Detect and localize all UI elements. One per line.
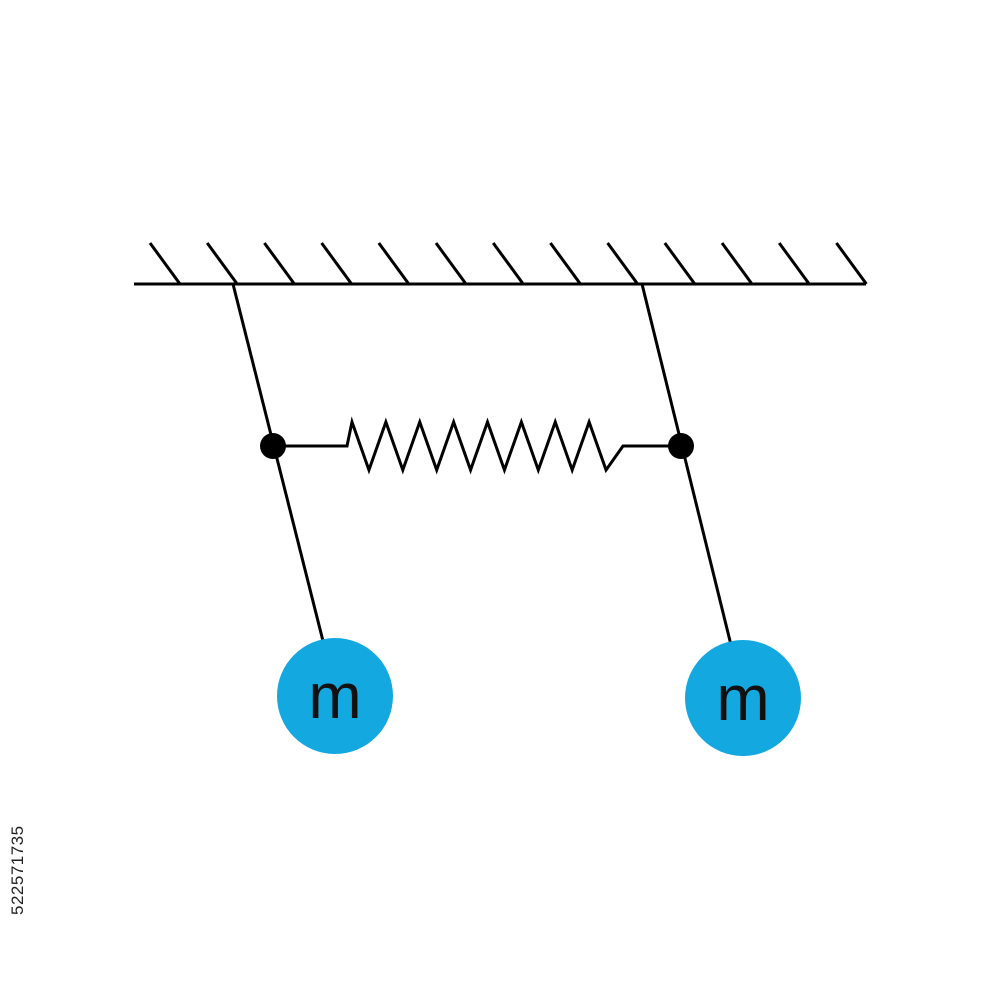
ceiling-hatch-mark (205, 242, 239, 285)
left-mass: m (277, 638, 393, 754)
right-pendulum-rod (640, 283, 733, 646)
ceiling-hatch-mark (148, 242, 182, 285)
ceiling-hatch-mark (606, 242, 639, 285)
right-mass-label: m (716, 662, 769, 734)
ceiling-hatch-mark (377, 242, 411, 285)
left-mass-label: m (308, 660, 361, 732)
left-pendulum-rod (231, 283, 325, 642)
ceiling-hatch-mark (549, 242, 582, 285)
ceiling-hatch-mark (777, 242, 811, 285)
right-mass-bob (685, 640, 801, 756)
ceiling-hatching (148, 242, 868, 285)
ceiling-hatch-mark (663, 242, 697, 285)
ceiling-support (134, 242, 868, 286)
ceiling-hatch-mark (720, 242, 754, 285)
right-mass: m (685, 640, 801, 756)
ceiling-hatch-mark (263, 242, 296, 285)
ceiling-hatch-mark (835, 242, 868, 285)
coupling-spring (273, 416, 681, 475)
ceiling-hatch-mark (491, 242, 525, 285)
ceiling-hatch-mark (320, 242, 353, 285)
right-spring-joint (668, 433, 694, 459)
stock-id-watermark: 522571735 (8, 825, 27, 915)
left-spring-joint (260, 433, 286, 459)
left-mass-bob (277, 638, 393, 754)
ceiling-hatch-mark (434, 242, 468, 285)
